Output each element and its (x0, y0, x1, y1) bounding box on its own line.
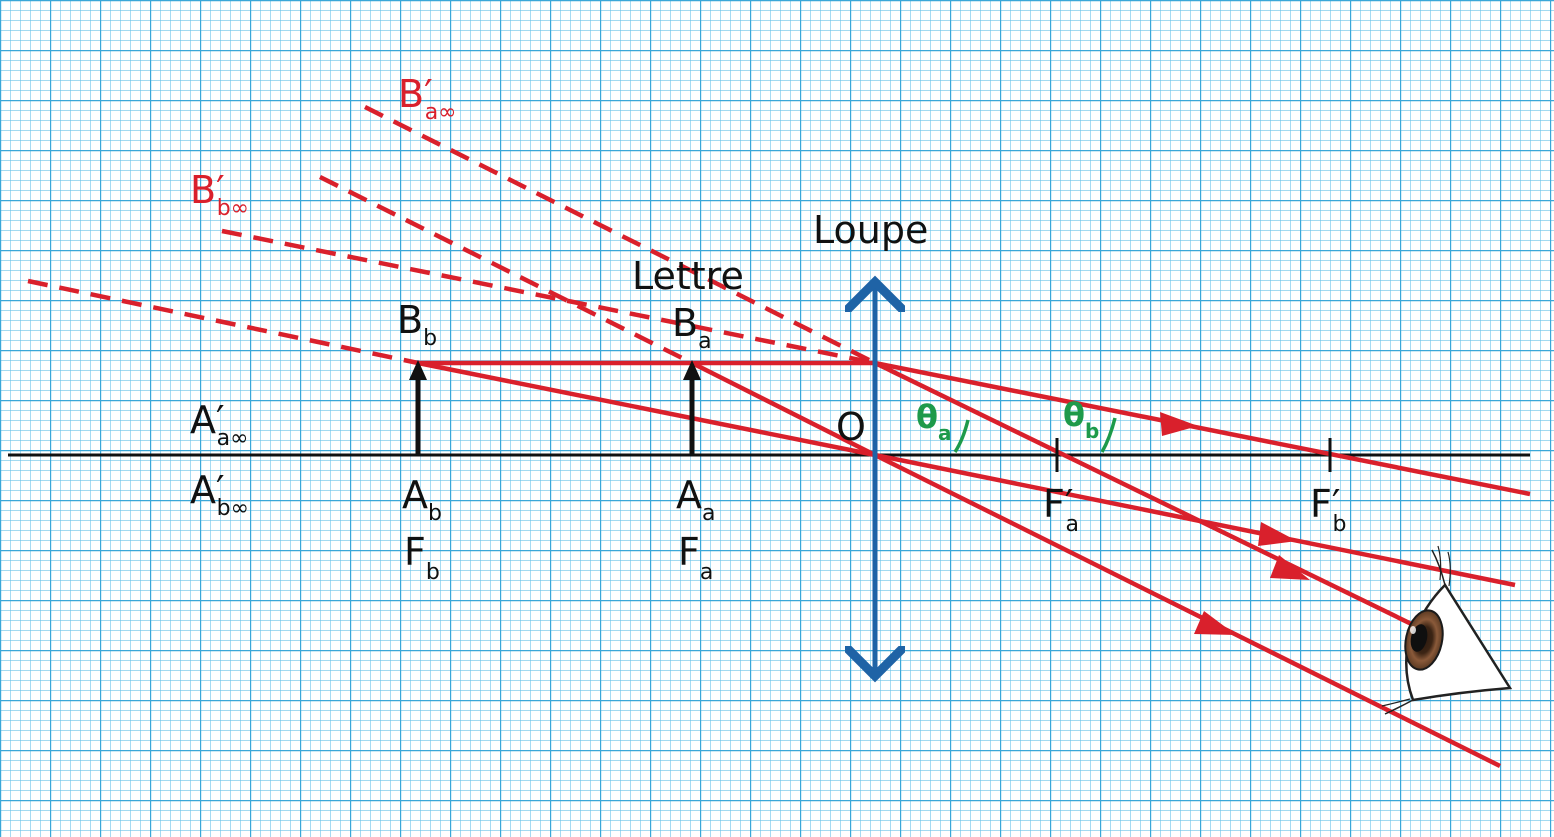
label-theta-a: θa (916, 398, 951, 445)
ray-arrowheads (1160, 412, 1310, 635)
angle-arc-b (1100, 417, 1117, 453)
virtual-ray-ba (318, 174, 694, 366)
object-arrowhead-a (683, 360, 701, 380)
label-Fa: Fa (678, 530, 713, 585)
focal-ticks (1055, 438, 1332, 472)
label-O: O (836, 405, 866, 449)
virtual-ray-bb (27, 278, 419, 366)
label-Fb: Fb (404, 530, 440, 585)
ray-refracted-fb (874, 360, 1531, 497)
label-Bpb: B′b∞ (190, 168, 249, 221)
label-Ba: Ba (672, 301, 712, 354)
angle-marks (953, 417, 1117, 453)
angle-arc-a (953, 419, 970, 453)
ray-refracted-fa (874, 360, 1431, 636)
ray-arrowhead (1270, 555, 1310, 580)
object-arrows (409, 360, 701, 455)
label-Bpa: B′a∞ (398, 72, 457, 125)
ray-ba-through-O (690, 360, 877, 458)
label-Ab: Ab (402, 473, 442, 526)
real-rays (417, 360, 1531, 769)
virtual-rays (27, 104, 877, 366)
ray-bb-through-O (417, 360, 876, 458)
virtual-ray-ba-bb-focus (221, 228, 876, 366)
label-theta-b: θb (1063, 396, 1099, 443)
label-loupe: Loupe (813, 208, 928, 252)
object-arrowhead-b (409, 360, 427, 380)
label-Bb: Bb (397, 298, 437, 351)
label-Fpb: F′b (1310, 482, 1346, 537)
ray-O-out-b (874, 452, 1516, 588)
label-Apa: A′a∞ (190, 398, 248, 451)
ray-O-out-a (873, 452, 1502, 769)
label-Fpa: F′a (1043, 482, 1079, 537)
label-lettre: Lettre (632, 254, 744, 298)
ray-arrowhead (1258, 522, 1297, 546)
labels: Loupe Lettre O Bb Ba Ab Aa Fb Fa F′a F′b… (190, 72, 1346, 585)
label-Apb: A′b∞ (190, 468, 249, 521)
ray-arrowhead (1160, 412, 1198, 436)
ray-arrowhead (1194, 611, 1236, 635)
eye-icon (1381, 545, 1513, 715)
label-Aa: Aa (676, 473, 715, 526)
